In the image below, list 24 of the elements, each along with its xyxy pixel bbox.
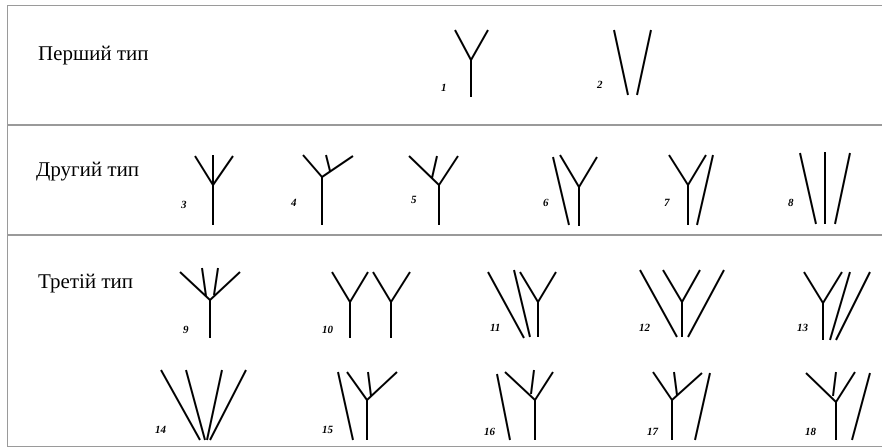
figure-number: 6: [543, 198, 548, 209]
row-band: [7, 235, 882, 447]
figure-number: 17: [647, 427, 658, 438]
figure-number: 11: [490, 323, 500, 334]
figure-number: 1: [441, 83, 446, 94]
row-heading: Третій тип: [38, 271, 134, 292]
figure-number: 18: [805, 427, 816, 438]
figure-number: 15: [322, 425, 333, 436]
figure-number: 5: [411, 195, 416, 206]
figure-number: 7: [664, 198, 670, 209]
figure-number: 14: [155, 425, 166, 436]
figure-number: 12: [639, 323, 650, 334]
figure-number: 2: [597, 80, 602, 91]
figure-number: 13: [797, 323, 808, 334]
row-heading: Другий тип: [36, 159, 140, 180]
figure-number: 4: [291, 198, 296, 209]
figure-number: 16: [484, 427, 495, 438]
figure-number: 9: [183, 325, 188, 336]
row-band: [7, 5, 882, 125]
row-heading: Перший тип: [38, 43, 149, 64]
row-band: [7, 125, 882, 235]
figure-number: 8: [788, 198, 794, 209]
figure-number: 10: [322, 325, 333, 336]
figure-number: 3: [181, 200, 186, 211]
